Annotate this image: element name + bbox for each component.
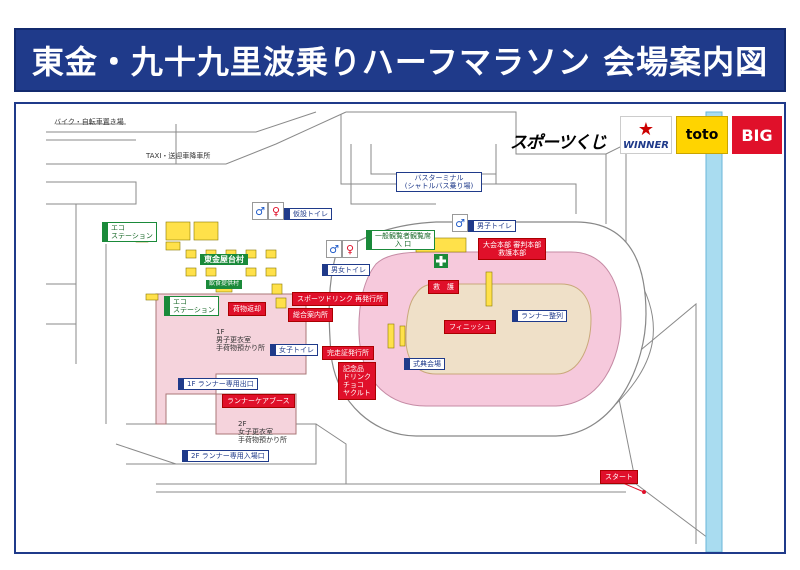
record-issue-label: 完走証発行所 <box>322 346 374 361</box>
first-aid-cross <box>436 256 446 266</box>
runner-care-label: ランナーケアブース <box>222 394 295 409</box>
ceremony-label: 式典会場 <box>404 358 445 371</box>
food-row-label: 飲食提供村 <box>206 280 243 289</box>
mens-toilet-label: 男子トイレ <box>468 220 516 233</box>
tougane-food-label: 東金屋台村 <box>200 254 248 266</box>
first-aid-label: 救 護 <box>428 280 459 295</box>
women-toilet-label: 女子トイレ <box>270 344 318 357</box>
bus-terminal-label: バスターミナル (シャトルバス乗り場) <box>396 172 482 193</box>
male-toilet-icon-2: ♂ <box>452 214 468 232</box>
venue-map: スポーツくじ ★ WINNER toto BIG バイク・自転車置き場 TAXI… <box>14 102 786 554</box>
taxi-label: TAXI・送迎車降車所 <box>146 152 211 160</box>
river <box>705 111 723 552</box>
gym-2f-label: 2F 女子更衣室 手荷物預かり所 <box>238 420 287 445</box>
temp-toilet-label: 仮設トイレ <box>284 208 332 221</box>
big-logo: BIG <box>732 116 782 154</box>
star-icon: ★ <box>637 119 655 140</box>
start-marker <box>642 490 646 494</box>
road-top <box>46 111 317 133</box>
male-toilet-icon: ♂ <box>252 202 268 220</box>
winner-logo: ★ WINNER <box>620 116 672 154</box>
sports-drink-label: スポーツドリンク 再発行所 <box>292 292 389 307</box>
gym-1f-label: 1F 男子更衣室 手荷物預かり所 <box>216 328 265 353</box>
refreshment-label: 記念品 ドリンク チョコ ヤクルト <box>338 362 376 401</box>
unisex-toilet-label: 男女トイレ <box>322 264 370 277</box>
finish-label: フィニッシュ <box>444 320 496 335</box>
page-title: 東金・九十九里波乗りハーフマラソン 会場案内図 <box>31 43 769 81</box>
runner-line-label: ランナー整列 <box>512 310 567 323</box>
runner-entrance-label: 2F ランナー専用入場口 <box>182 450 269 463</box>
sports-kuji-logo: スポーツくじ <box>510 133 607 153</box>
runner-exit-label: 1F ランナー専用出口 <box>178 378 258 391</box>
title-banner: 東金・九十九里波乗りハーフマラソン 会場案内図 <box>14 28 786 92</box>
eco-station-1-label: エコ ステーション <box>102 222 157 243</box>
road-bottom <box>156 483 717 545</box>
female-toilet-icon-3: ♀ <box>342 240 358 258</box>
hq-label: 大会本部 審判本部 救護本部 <box>478 238 547 261</box>
male-toilet-icon-3: ♂ <box>326 240 342 258</box>
start-label: スタート <box>600 470 638 485</box>
luggage-return-label: 荷物返却 <box>228 302 266 317</box>
toto-logo: toto <box>676 116 728 154</box>
eco-station-2-label: エコ ステーション <box>164 296 219 317</box>
general-info-label: 総合案内所 <box>288 308 333 323</box>
female-toilet-icon: ♀ <box>268 202 284 220</box>
spectator-entrance-label: 一般観覧者観覧席 入 口 <box>366 230 435 251</box>
bike-parking-label: バイク・自転車置き場 <box>54 118 124 126</box>
road-taxi <box>46 111 347 165</box>
